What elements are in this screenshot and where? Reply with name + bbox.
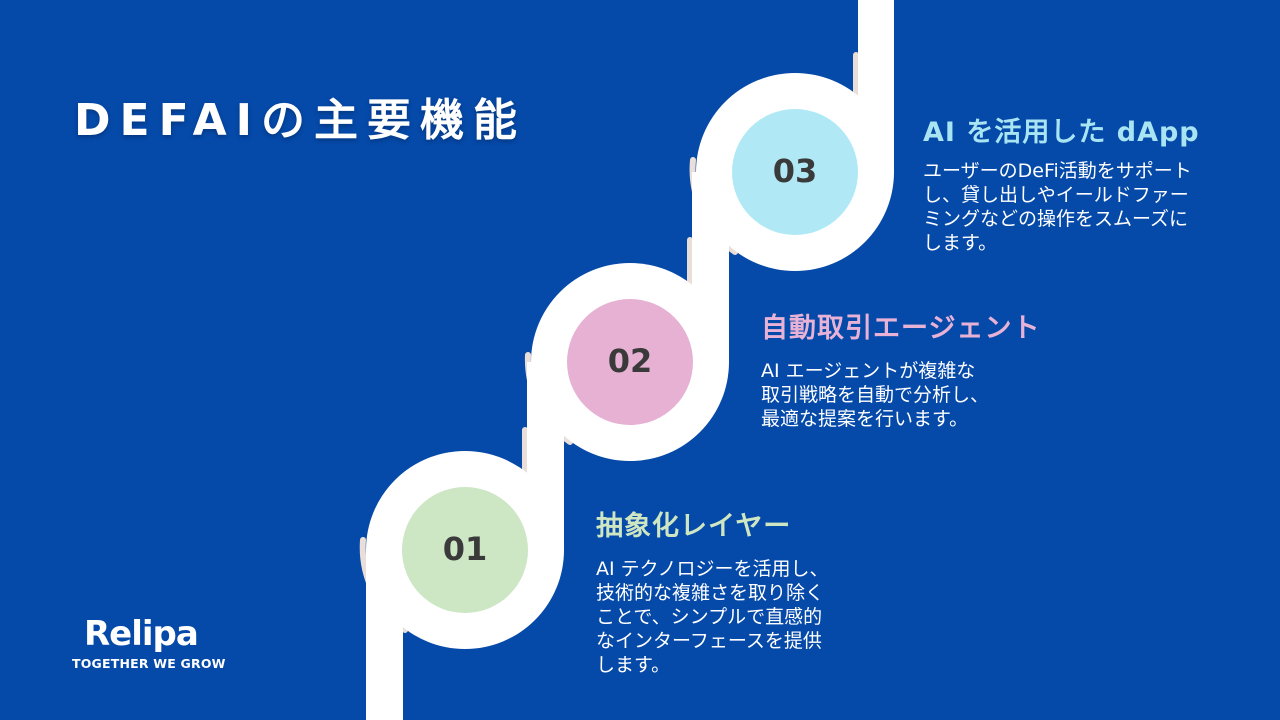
logo-tagline: TOGETHER WE GROW xyxy=(72,656,226,671)
relipa-logo: Relipa TOGETHER WE GROW xyxy=(72,614,226,671)
step-1-title: 抽象化レイヤー xyxy=(596,511,792,542)
step-2-description: AI エージェントが複雑な 取引戦略を自動で分析し、 最適な提案を行います。 xyxy=(761,360,990,430)
step-2-title: 自動取引エージェント xyxy=(761,313,1041,344)
step-2-circle xyxy=(567,299,693,425)
step-1-number: 01 xyxy=(442,530,488,568)
step-3-description: ユーザーのDeFi活動をサポート し、貸し出しやイールドファー ミングなどの操作… xyxy=(923,160,1192,254)
page-title: DEFAIの主要機能 xyxy=(74,95,527,146)
step-3-number: 03 xyxy=(772,152,818,190)
step-1-description: AI テクノロジーを活用し、 技術的な複雑さを取り除く ことで、シンプルで直感的… xyxy=(596,558,829,676)
step-2-number: 02 xyxy=(607,342,653,380)
step-2-text: 自動取引エージェント AI エージェントが複雑な 取引戦略を自動で分析し、 最適… xyxy=(761,306,1040,431)
step-3-title: AI を活用した dApp xyxy=(923,117,1200,148)
step-1-circle xyxy=(402,487,528,613)
step-3-circle xyxy=(732,109,858,235)
logo-name: Relipa xyxy=(84,614,199,654)
step-3-text: AI を活用した dApp ユーザーのDeFi活動をサポート し、貸し出しやイー… xyxy=(923,110,1200,255)
step-1-text: 抽象化レイヤー AI テクノロジーを活用し、 技術的な複雑さを取り除く ことで、… xyxy=(596,504,829,677)
